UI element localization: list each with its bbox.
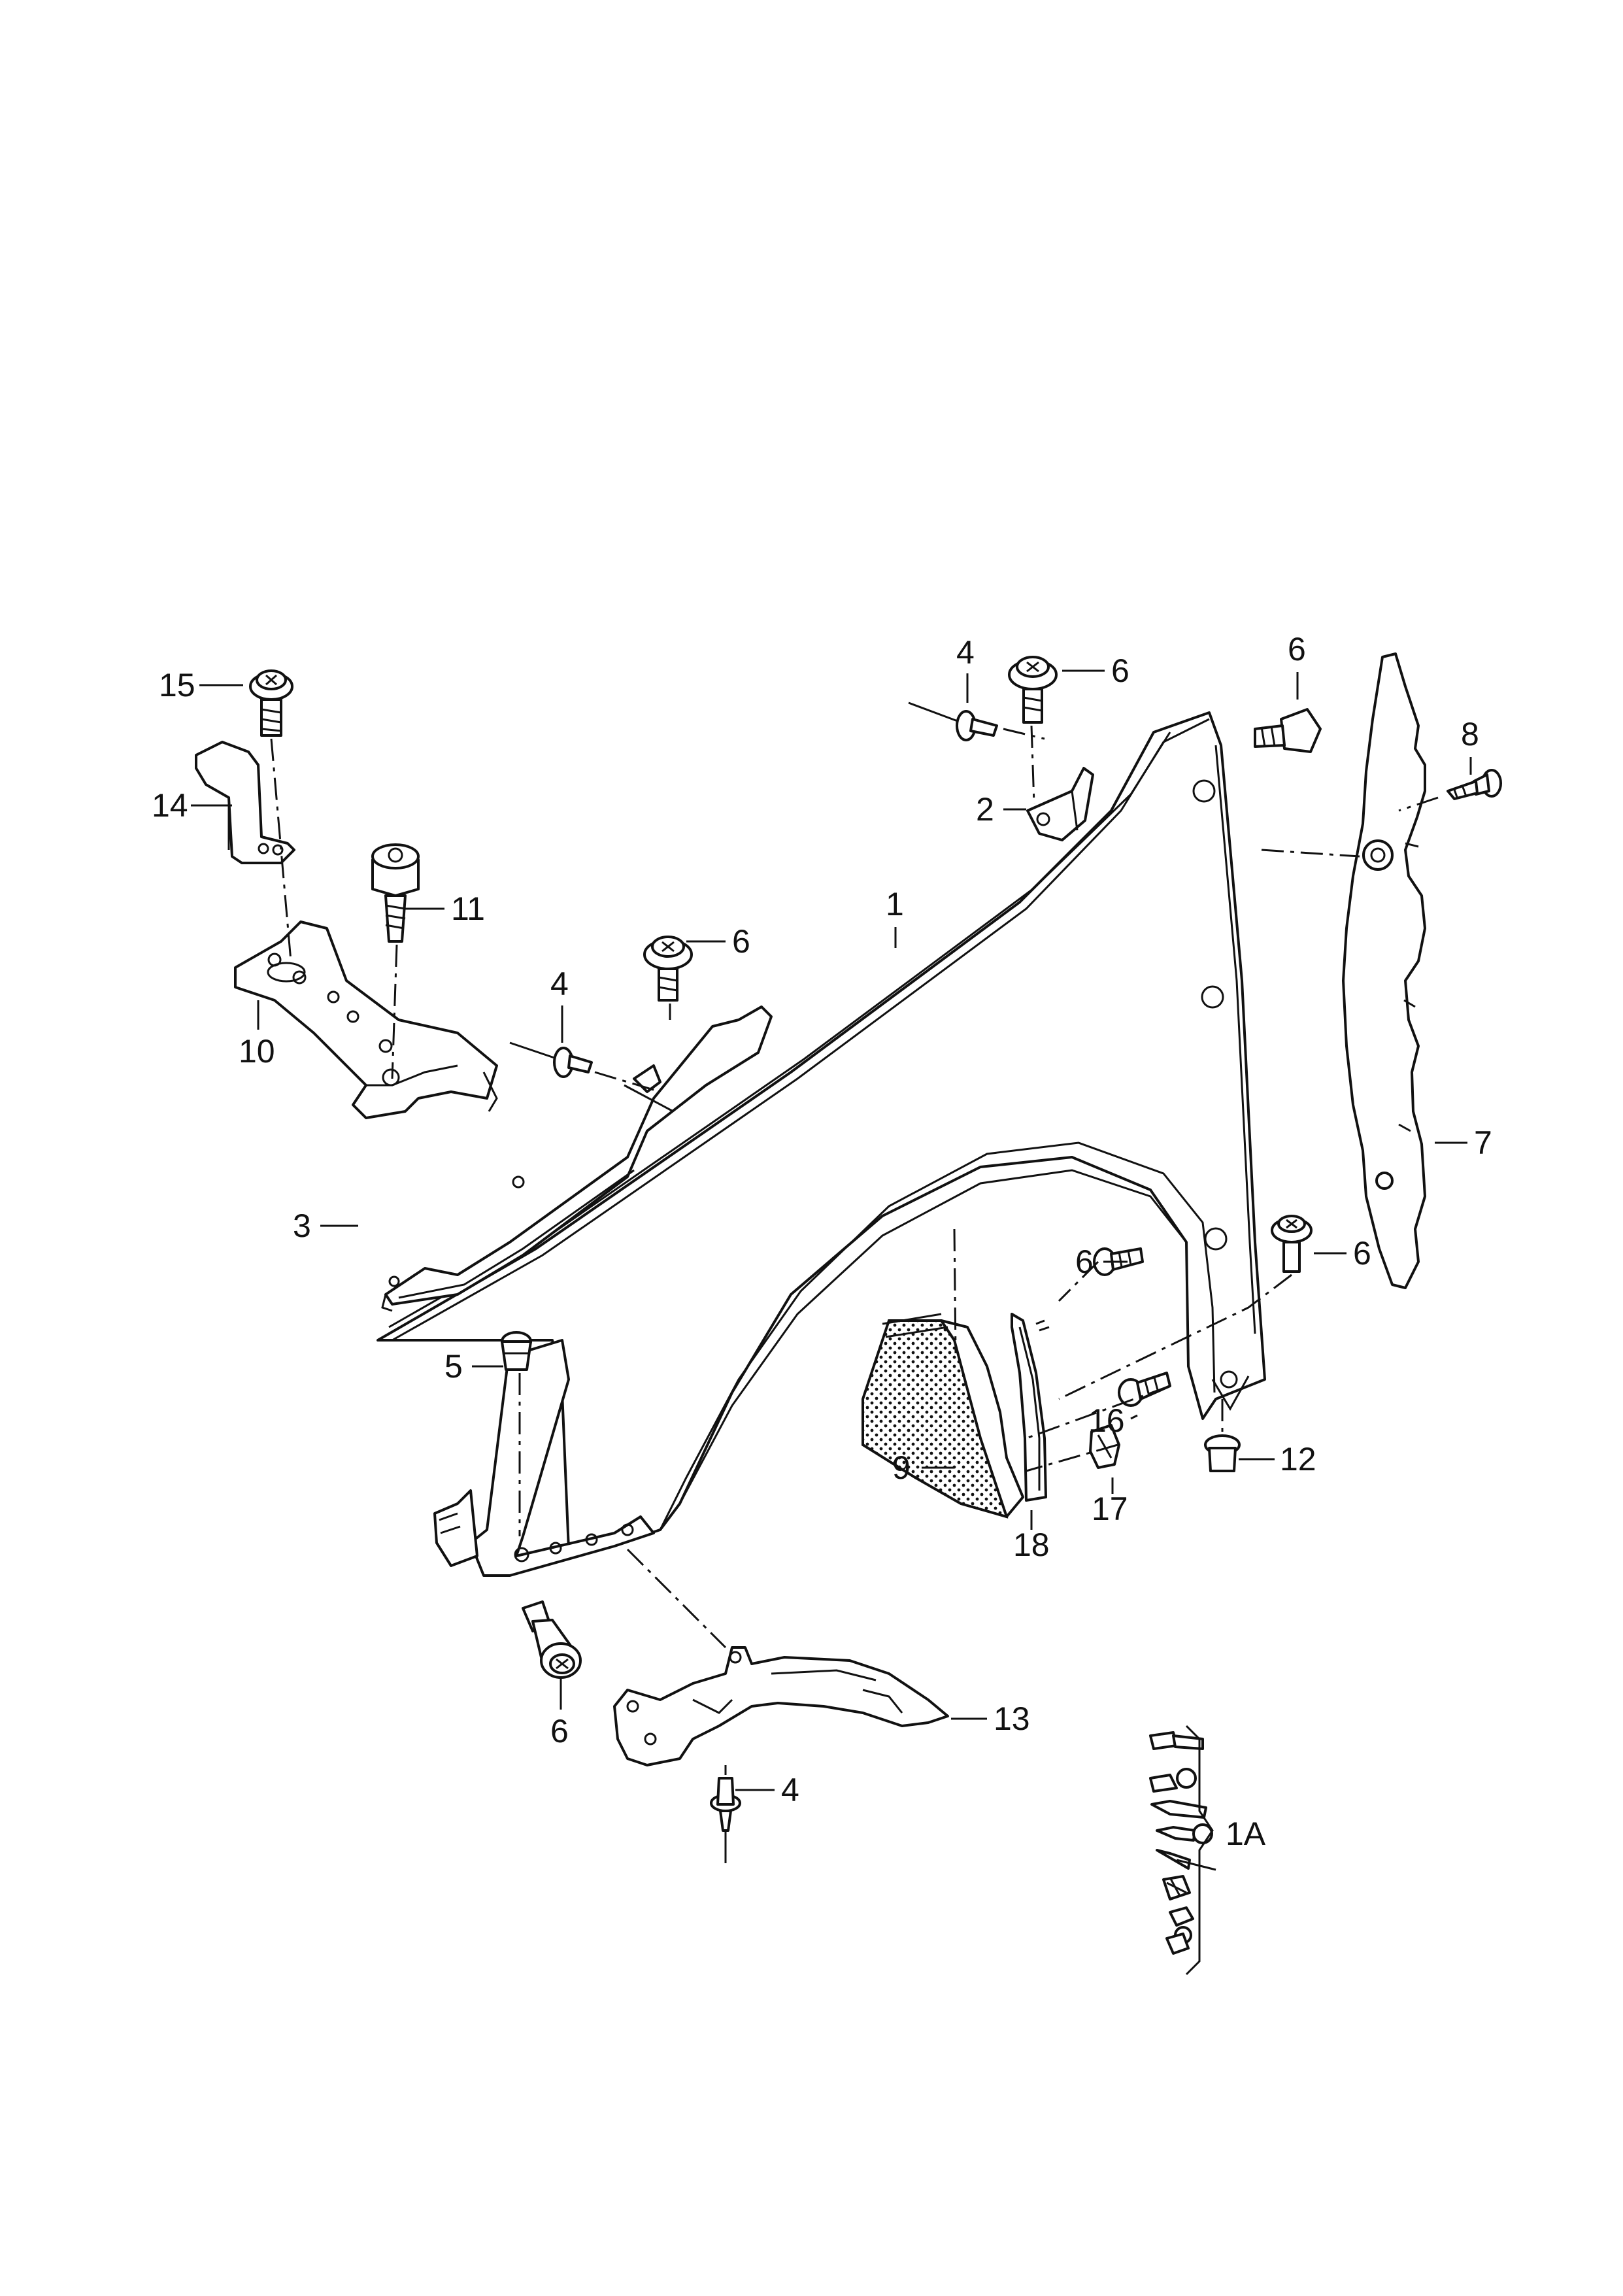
nut-5 (501, 1331, 532, 1371)
nut-12 (1204, 1434, 1241, 1472)
callout-16: 16 (1088, 1402, 1125, 1439)
bolt-6-horizontal-upper (1254, 708, 1322, 753)
callout-13: 13 (994, 1700, 1030, 1737)
callout-9: 9 (892, 1449, 911, 1486)
part-10-support-bracket (234, 920, 498, 1119)
fender-panel (376, 711, 1266, 1551)
callout-8: 8 (1461, 716, 1479, 752)
part-1A-fastener-assortment (1149, 1725, 1216, 1976)
callout-6-bottom-left: 6 (550, 1713, 569, 1749)
part-7-seal-strip (1342, 652, 1426, 1289)
callout-4-top: 4 (956, 634, 975, 671)
callout-14: 14 (152, 787, 188, 824)
rivet-4-middle (509, 1041, 593, 1078)
callout-2: 2 (976, 791, 994, 828)
callout-labels: 1 2 3 4 4 4 5 6 6 6 6 6 6 7 8 9 10 11 12… (152, 631, 1492, 1852)
bolt-6-right-vertical (1271, 1215, 1313, 1273)
callout-6-top-middle: 6 (732, 923, 750, 960)
rivet-4-bottom (710, 1777, 741, 1863)
part-13-lower-bracket (613, 1646, 949, 1766)
callout-15: 15 (159, 667, 195, 703)
callout-10: 10 (239, 1033, 275, 1070)
part-18-trim-strip (1011, 1313, 1050, 1502)
part-2-bracket (1026, 767, 1094, 841)
callout-18: 18 (1013, 1527, 1050, 1563)
callout-3: 3 (293, 1207, 311, 1244)
callout-5: 5 (444, 1348, 463, 1385)
callout-6-upper-right: 6 (1288, 631, 1306, 667)
part-3-rail-bracket (381, 1005, 773, 1312)
callout-4-bottom: 4 (781, 1772, 799, 1808)
clip-17 (1089, 1424, 1120, 1469)
callout-7: 7 (1474, 1124, 1492, 1161)
part-14-upright-bracket (195, 741, 295, 864)
bolt-15 (249, 669, 293, 737)
callout-6-horizontal-mid: 6 (1075, 1243, 1094, 1280)
callout-4-middle: 4 (550, 966, 569, 1002)
callout-6-top-right: 6 (1111, 652, 1129, 689)
rivet-4-top (908, 701, 998, 741)
screw-8 (1447, 769, 1502, 800)
callout-1: 1 (886, 886, 904, 922)
callout-1A: 1A (1226, 1815, 1266, 1852)
callout-6-right-vertical: 6 (1353, 1235, 1371, 1272)
bolt-6-bottom-left (522, 1600, 582, 1679)
bolt-11 (371, 843, 420, 943)
callout-12: 12 (1280, 1441, 1316, 1477)
part-9-foam-insulation (862, 1313, 1024, 1519)
callout-17: 17 (1092, 1491, 1128, 1527)
callout-leader-lines (191, 669, 1472, 1791)
bolt-6-top-right (1008, 656, 1058, 724)
callout-11: 11 (451, 890, 485, 927)
bolt-6-top-middle (643, 936, 693, 1002)
assembly-centerlines (270, 725, 1439, 1775)
fender-front-lower-bracket (433, 1339, 655, 1577)
